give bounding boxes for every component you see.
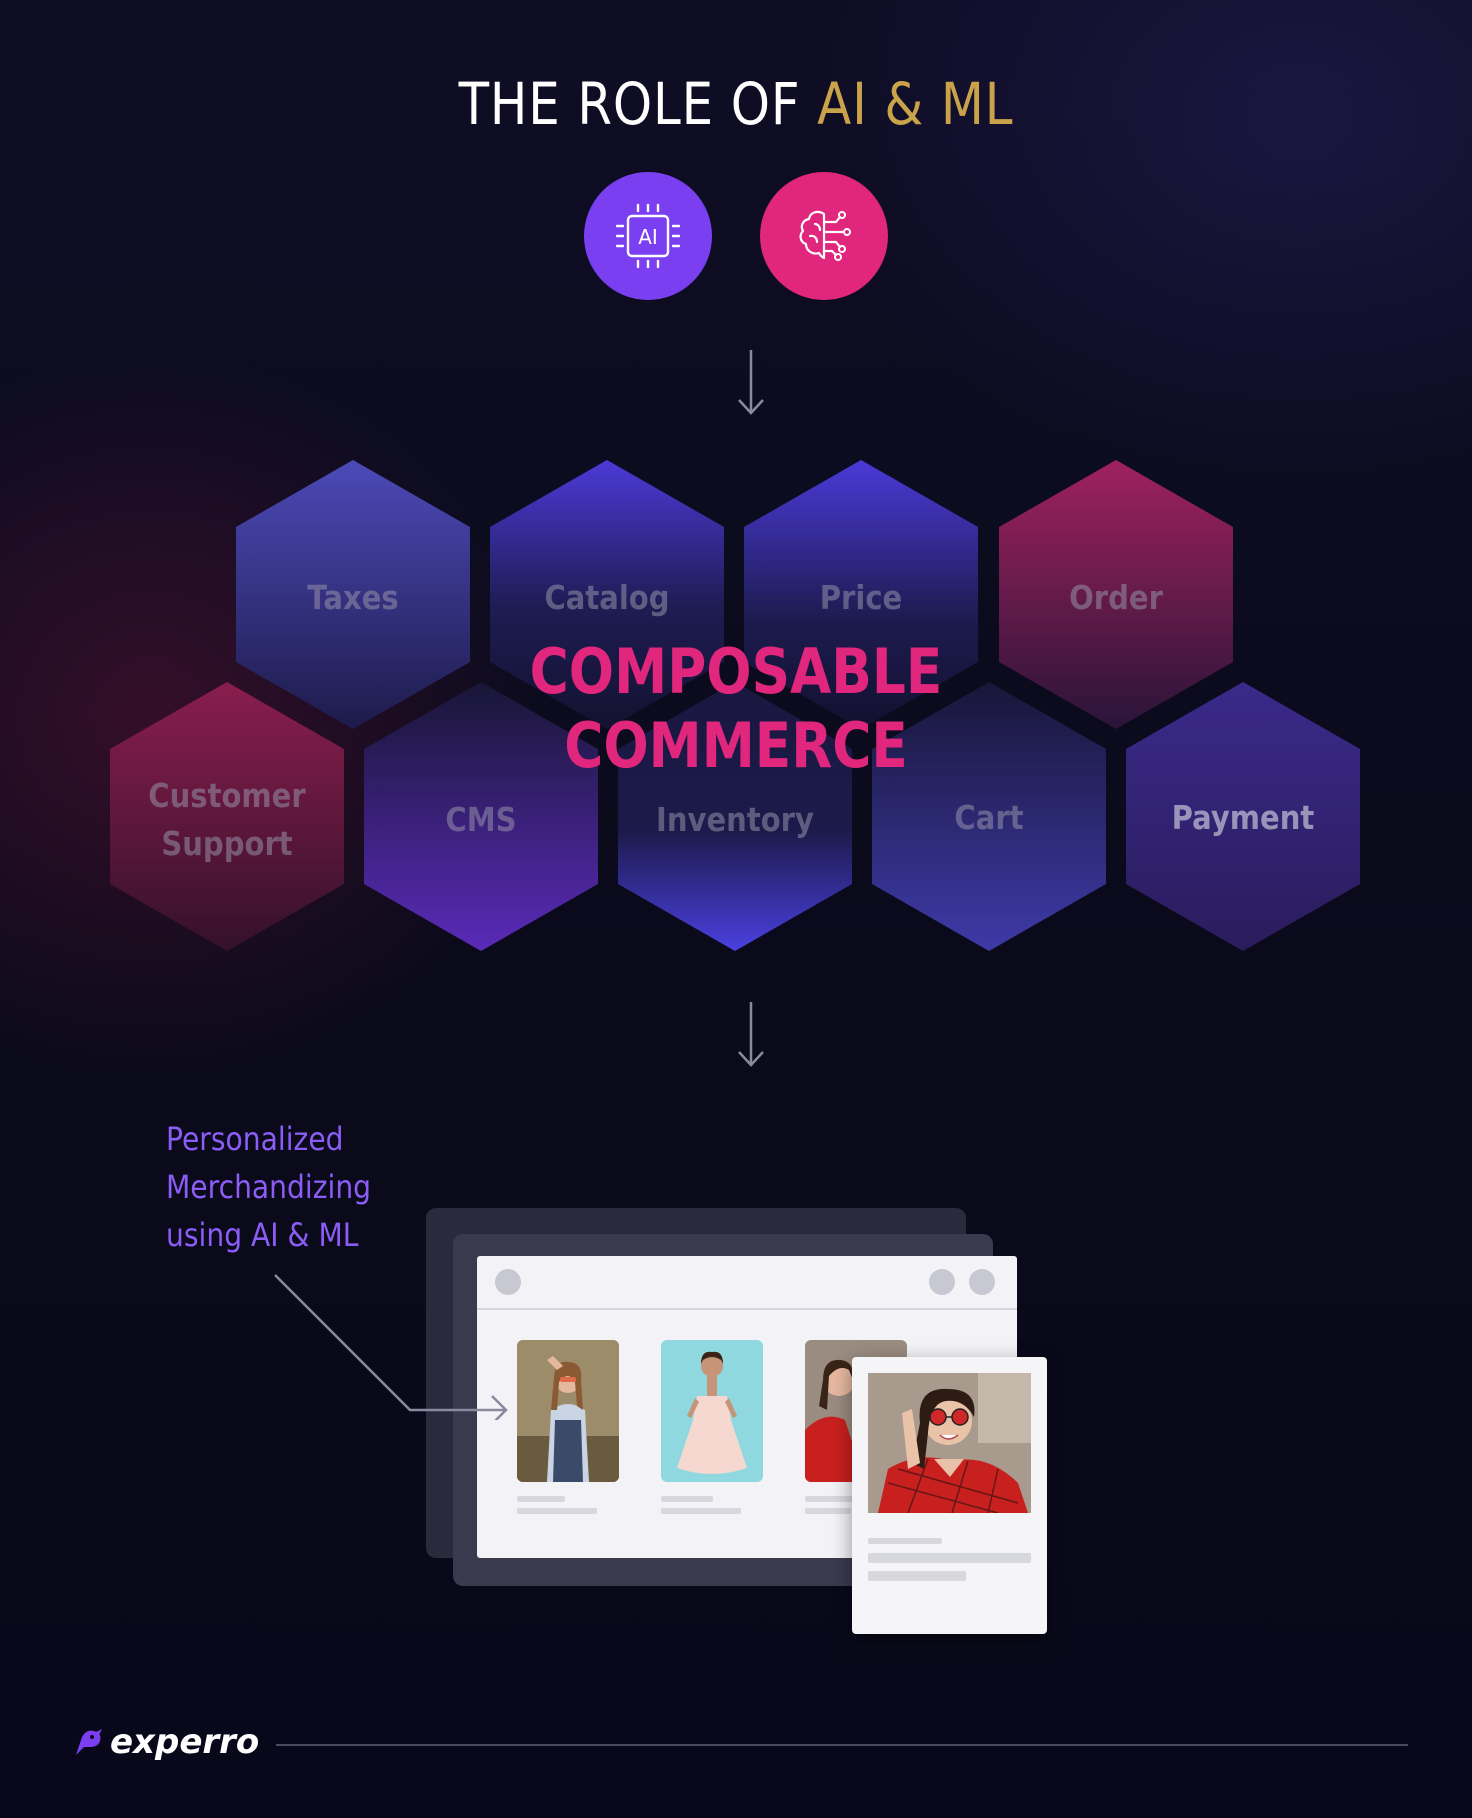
browser-window: [477, 1256, 1017, 1558]
footer-divider: [276, 1744, 1408, 1746]
product-popup-card: [852, 1357, 1047, 1634]
hex-label-customer: Customer: [148, 776, 306, 815]
placeholder-line: [805, 1496, 853, 1502]
hexagon-customer-support: [110, 682, 344, 951]
hex-label-payment: Payment: [1171, 798, 1315, 837]
placeholder-line: [661, 1496, 713, 1502]
hex-label-catalog: Catalog: [544, 578, 670, 617]
product-image-2: [661, 1340, 763, 1482]
chip-label: AI: [638, 225, 658, 249]
arrow-down-icon: [738, 1002, 764, 1067]
placeholder-line: [517, 1496, 565, 1502]
woman-photo-icon: [517, 1340, 619, 1482]
placeholder-line: [661, 1508, 741, 1514]
hexagon-payment: [1126, 682, 1360, 951]
pointer-arrow-icon: [274, 1274, 508, 1420]
hex-label-support: Support: [161, 824, 293, 863]
hex-label-order: Order: [1069, 578, 1163, 617]
page-title: THE ROLE OF AI & ML: [103, 70, 1369, 138]
arrow-down-icon: [738, 350, 764, 415]
bird-icon: [76, 1729, 102, 1755]
hexagon-price: [744, 460, 978, 729]
hex-label-inventory: Inventory: [656, 800, 814, 839]
personalized-merchandizing-note: Personalized Merchandizing using AI & ML: [166, 1115, 371, 1259]
hex-label-taxes: Taxes: [307, 578, 399, 617]
title-prefix: THE ROLE OF: [458, 70, 818, 138]
note-line2: Merchandizing: [166, 1168, 372, 1206]
woman-sunglasses-photo-icon: [868, 1373, 1031, 1513]
placeholder-line: [805, 1508, 851, 1514]
window-dot: [495, 1269, 521, 1295]
hex-label-price: Price: [819, 578, 903, 617]
note-line3: using AI & ML: [166, 1216, 359, 1254]
window-dot: [929, 1269, 955, 1295]
product-image-1: [517, 1340, 619, 1482]
placeholder-line: [868, 1538, 942, 1544]
placeholder-line: [868, 1553, 1031, 1563]
hexagon-taxes: [236, 460, 470, 729]
hex-label-cart: Cart: [954, 798, 1024, 837]
brand-name: experro: [110, 1722, 260, 1762]
brand-logo: experro: [72, 1722, 259, 1762]
placeholder-line: [868, 1571, 966, 1581]
hexagon-catalog: [490, 460, 724, 729]
center-title-line1: COMPOSABLE: [529, 635, 943, 708]
dress-photo-icon: [661, 1340, 763, 1482]
placeholder-line: [517, 1508, 597, 1514]
hexagon-cart: [872, 682, 1106, 951]
hexagon-inventory: [618, 682, 852, 951]
center-title-line2: COMMERCE: [564, 709, 908, 782]
chip-icon: AI: [615, 203, 681, 269]
composable-commerce-title: COMPOSABLE COMMERCE: [103, 635, 1369, 783]
ml-brain-icon: [760, 172, 888, 300]
window-toolbar-divider: [477, 1308, 1017, 1310]
window-dot: [969, 1269, 995, 1295]
brain-network-icon: [799, 210, 851, 261]
hexagon-order: [999, 460, 1233, 729]
title-accent: AI & ML: [817, 70, 1014, 138]
hex-label-cms: CMS: [445, 800, 517, 839]
hexagon-cms: [364, 682, 598, 951]
ai-chip-icon: AI: [584, 172, 712, 300]
note-line1: Personalized: [166, 1120, 344, 1158]
popup-product-image: [868, 1373, 1031, 1513]
hex-label-customer-support: Customer Support: [124, 772, 330, 868]
